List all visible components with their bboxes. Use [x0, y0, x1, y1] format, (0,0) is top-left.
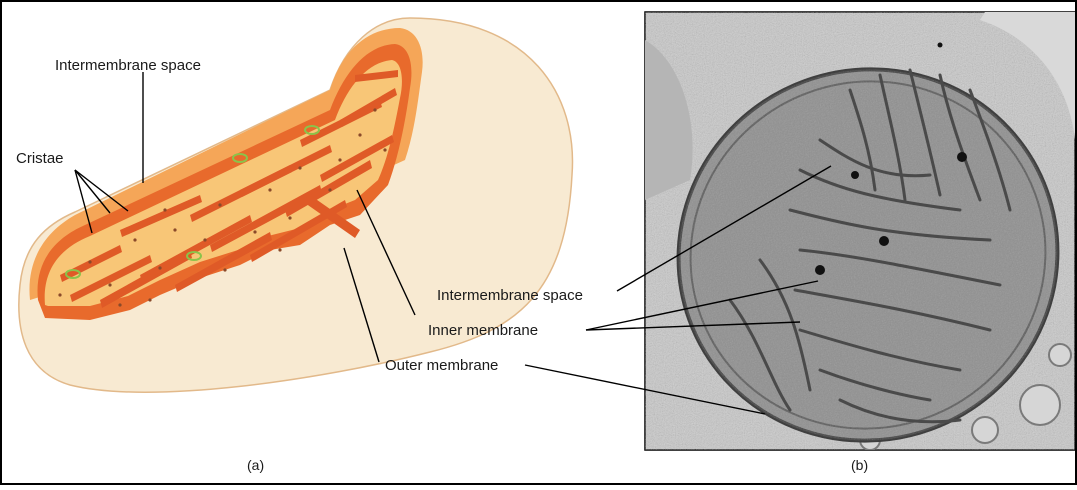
label-intermembrane-space-a: Intermembrane space: [55, 57, 201, 74]
caption-b: (b): [851, 457, 868, 473]
label-cristae: Cristae: [16, 150, 64, 167]
label-outer-membrane: Outer membrane: [385, 357, 498, 374]
caption-a: (a): [247, 457, 264, 473]
panel-a-illustration: Intermembrane space Cristae (a): [16, 18, 572, 473]
label-inner-membrane: Inner membrane: [428, 322, 538, 339]
label-intermembrane-space-b: Intermembrane space: [437, 287, 583, 304]
